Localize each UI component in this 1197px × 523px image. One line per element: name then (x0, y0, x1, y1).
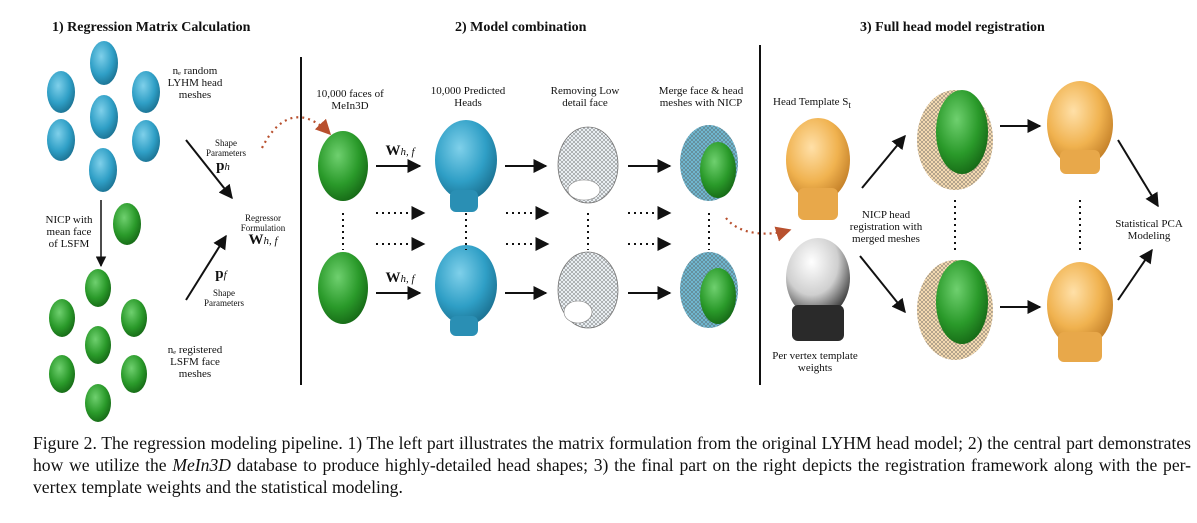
predicted-head-bottom (435, 245, 497, 336)
symbol-ph: ph (216, 158, 230, 174)
mesh-head-top (557, 126, 619, 204)
template-to-top-arrow (861, 134, 906, 189)
lsfm-mean-face (113, 203, 141, 245)
section-title-3: 3) Full head model registration (860, 20, 1045, 35)
pipeline-graphics (47, 41, 1159, 422)
mesh-head-bottom (557, 251, 619, 329)
w-symbol-top: Wh, f (385, 143, 415, 159)
to-pca-bottom-arrow (1117, 248, 1153, 301)
final-head-top (1047, 81, 1113, 174)
per-vertex-weights-head (786, 238, 850, 341)
mein3d-face-top (318, 131, 368, 201)
template-to-bottom-arrow (859, 255, 906, 314)
w-symbol-bottom: Wh, f (385, 270, 415, 286)
dotted-connectors (342, 200, 1081, 251)
registered-head-bottom (917, 260, 993, 360)
final-head-bottom (1047, 262, 1113, 362)
pf-arrow (185, 234, 227, 301)
head-template (786, 118, 850, 220)
merged-head-bottom (680, 252, 738, 328)
ph-arrow (185, 139, 233, 200)
section-title-1: 1) Regression Matrix Calculation (52, 20, 251, 35)
pipeline-figure: 1) Regression Matrix Calculation 2) Mode… (45, 20, 1183, 422)
section-title-2: 2) Model combination (455, 20, 587, 35)
to-template-dotted-arrow (725, 217, 792, 242)
symbol-pf: pf (215, 266, 227, 282)
head-template-label: Head Template St (773, 96, 851, 111)
figure-caption: Figure 2. The regression modeling pipeli… (33, 433, 1191, 497)
to-pca-top-arrow (1117, 139, 1159, 208)
merged-head-top (680, 125, 738, 201)
lsfm-face-meshes (49, 269, 147, 422)
regression-dotted-arrow (261, 116, 332, 149)
lyhm-head-meshes (47, 41, 160, 192)
mein3d-face-bottom (318, 252, 368, 324)
symbol-W: Wh, f (248, 232, 278, 248)
registered-head-top (917, 90, 993, 190)
predicted-head-top (435, 120, 497, 212)
